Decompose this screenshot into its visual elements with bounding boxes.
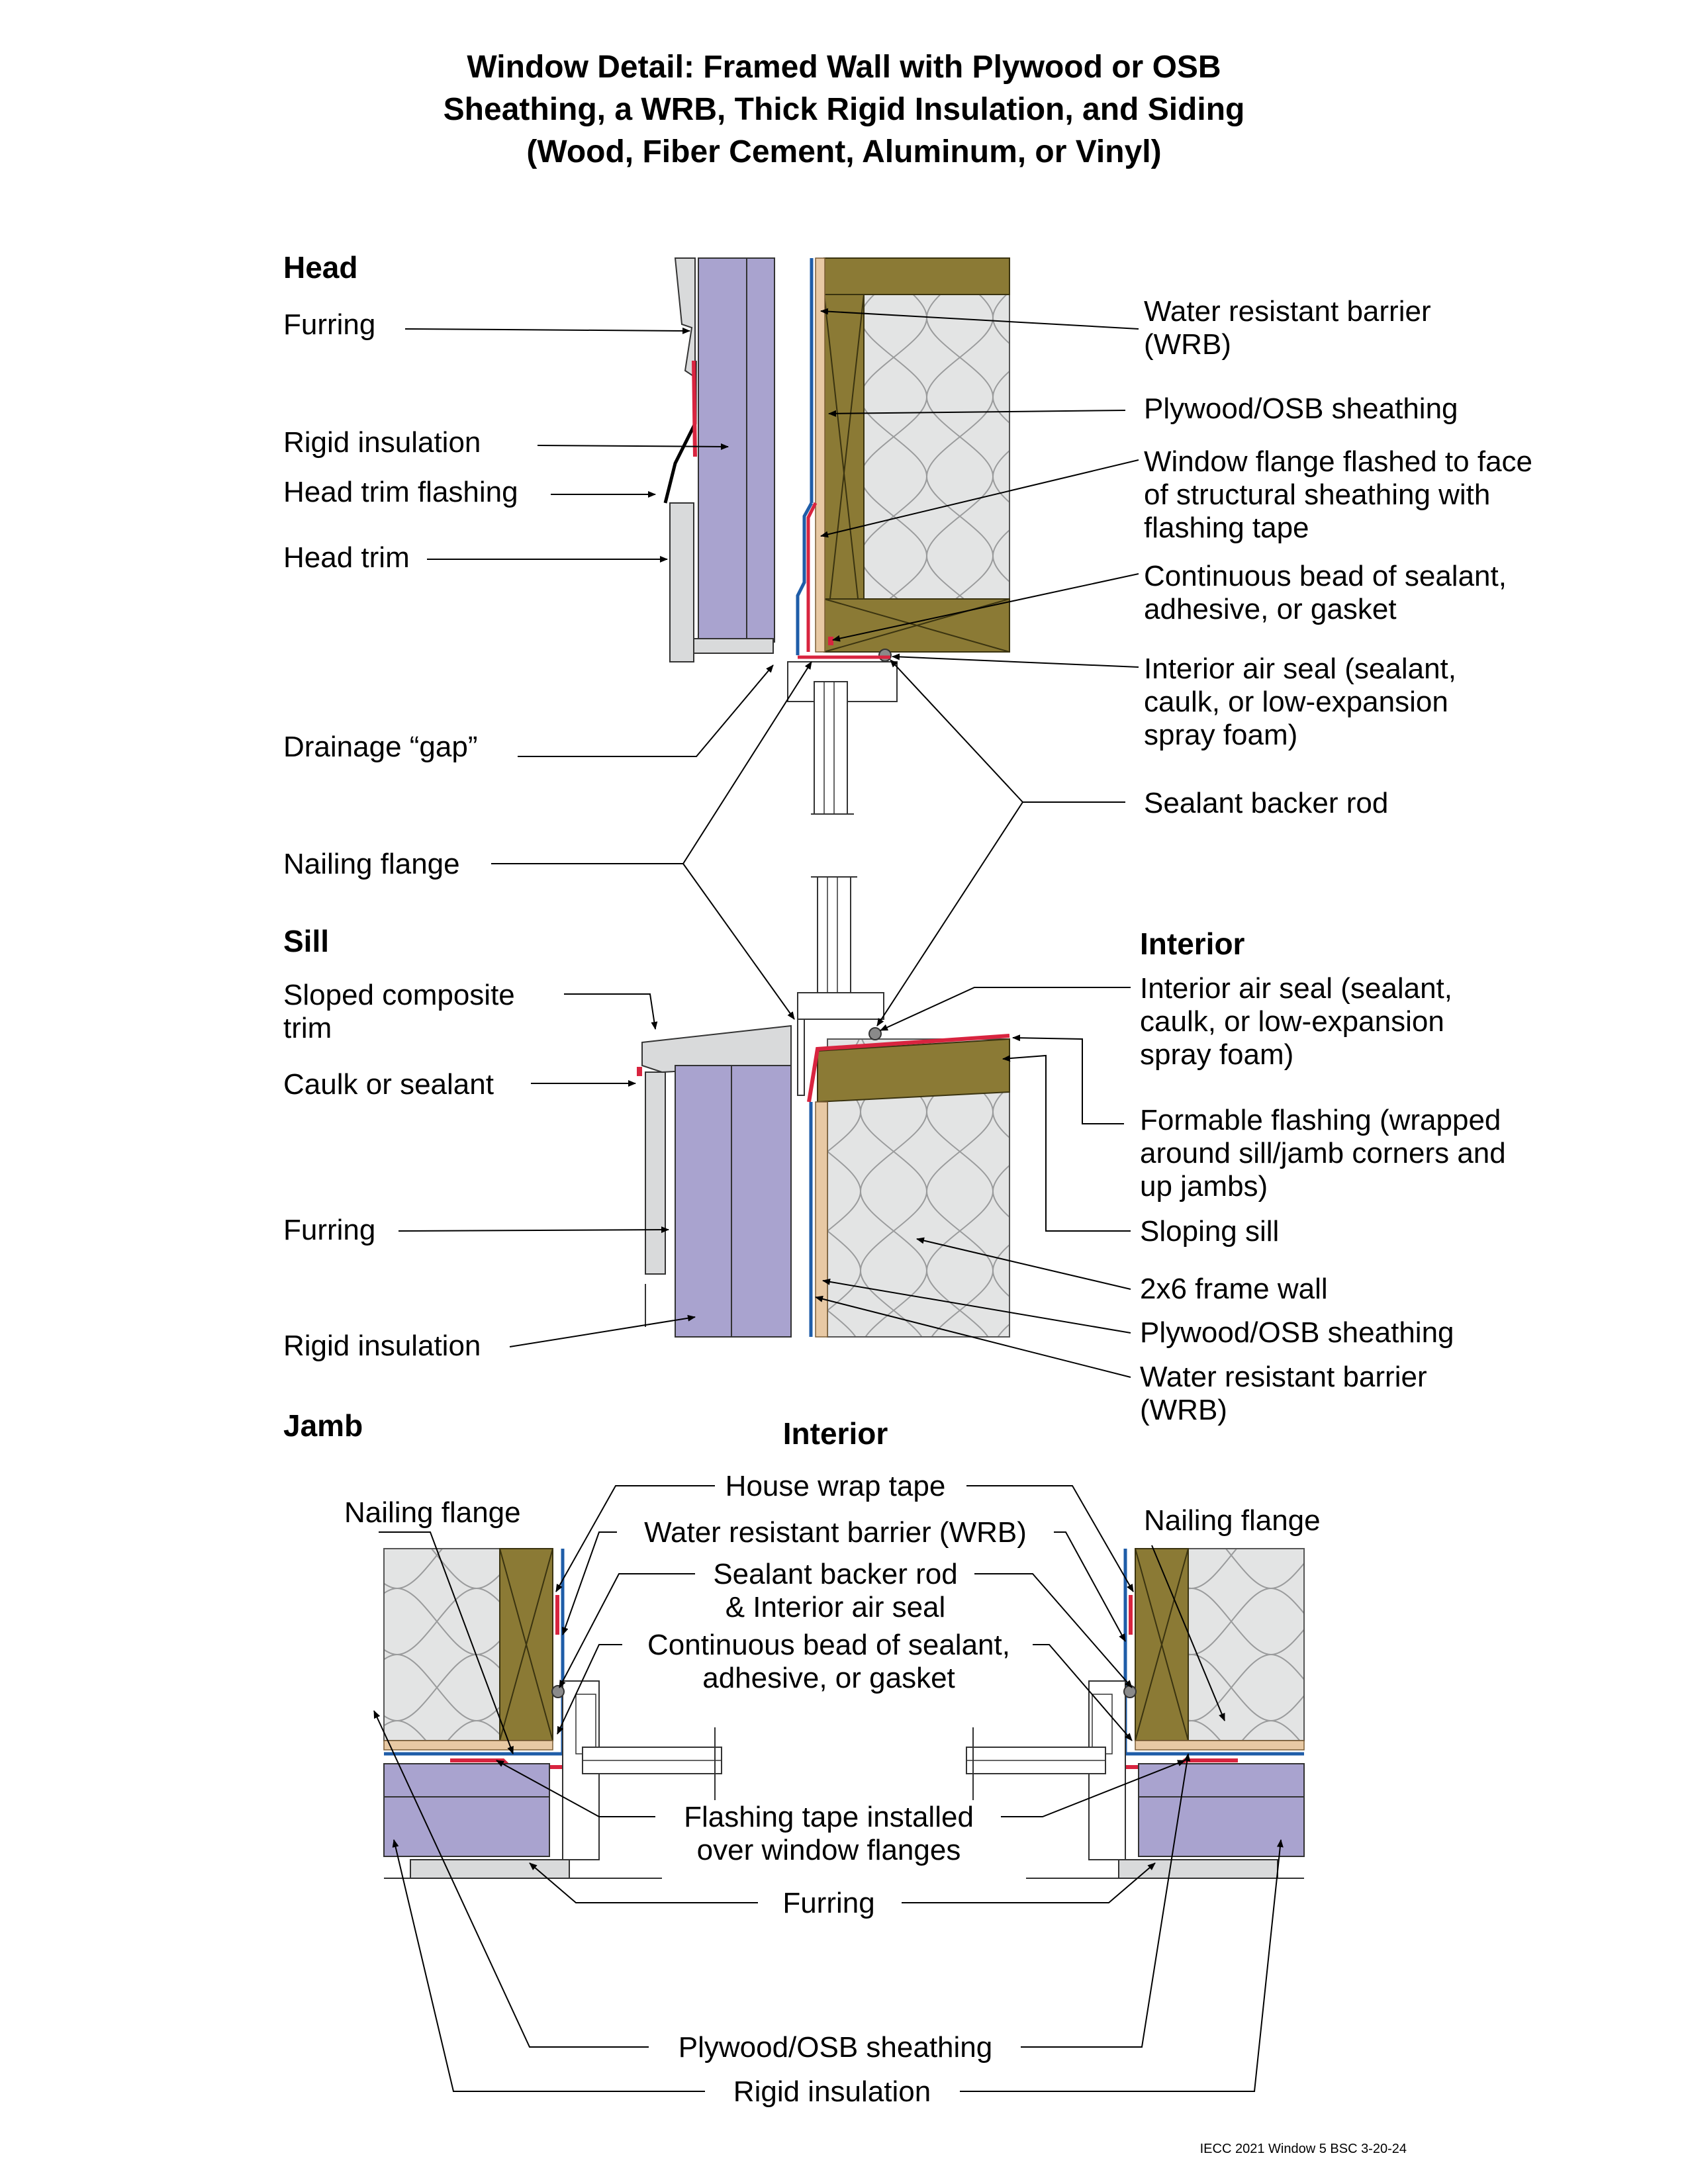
sill-backer-rod xyxy=(868,1027,882,1040)
sill-label-caulk: Caulk or sealant xyxy=(283,1068,494,1101)
head-detail xyxy=(663,257,1010,815)
title-line-2: Sheathing, a WRB, Thick Rigid Insulation… xyxy=(443,92,1245,127)
head-label-airseal-3: spray foam) xyxy=(1144,719,1297,751)
jamb-label-house-wrap-tape: House wrap tape xyxy=(726,1470,946,1502)
jamb-left-furring xyxy=(410,1859,570,1879)
jamb-label-backer-2: & Interior air seal xyxy=(726,1591,946,1623)
sill-heading: Sill xyxy=(283,924,329,958)
jamb-right-backer-rod xyxy=(1123,1685,1137,1698)
head-label-wrb-1: Water resistant barrier xyxy=(1144,295,1431,328)
head-rigid-insulation xyxy=(698,257,775,643)
sill-label-wrb-1: Water resistant barrier xyxy=(1140,1361,1427,1393)
jamb-label-wrb: Water resistant barrier (WRB) xyxy=(644,1516,1027,1549)
head-label-bead-1: Continuous bead of sealant, xyxy=(1144,560,1507,592)
leader-lines xyxy=(373,308,1284,2092)
sill-label-sheathing: Plywood/OSB sheathing xyxy=(1140,1316,1454,1349)
sill-label-sloped-2: trim xyxy=(283,1012,332,1044)
jamb-label-bead-2: adhesive, or gasket xyxy=(702,1662,955,1694)
head-label-airseal-2: caulk, or low-expansion xyxy=(1144,686,1448,718)
sill-sheathing xyxy=(815,1101,828,1338)
head-siding xyxy=(674,257,696,379)
head-lumber-top xyxy=(823,257,1010,295)
title-line-1: Window Detail: Framed Wall with Plywood … xyxy=(467,50,1221,85)
sill-label-wrb-2: (WRB) xyxy=(1140,1394,1227,1426)
sill-label-formable-3: up jambs) xyxy=(1140,1170,1268,1203)
label-sealant-backer-rod: Sealant backer rod xyxy=(1144,787,1388,819)
jamb-label-sheathing: Plywood/OSB sheathing xyxy=(679,2031,993,2064)
head-label-rigid-insulation: Rigid insulation xyxy=(283,426,481,459)
sill-detail xyxy=(637,876,1010,1338)
jamb-left-sheathing xyxy=(383,1740,553,1751)
sill-interior: Interior xyxy=(1140,927,1245,961)
sill-label-frame-wall: 2x6 frame wall xyxy=(1140,1273,1328,1305)
sill-label-airseal-2: caulk, or low-expansion xyxy=(1140,1005,1444,1038)
head-backer-rod xyxy=(878,649,892,662)
sill-label-formable-1: Formable flashing (wrapped xyxy=(1140,1104,1501,1136)
sill-label-airseal-3: spray foam) xyxy=(1140,1038,1293,1071)
sill-furring xyxy=(645,1071,666,1275)
sill-label-furring: Furring xyxy=(283,1214,375,1246)
jamb-label-flashing-2: over window flanges xyxy=(697,1834,961,1866)
sill-sloping-sill xyxy=(817,1038,1010,1103)
sill-label-sloping-sill: Sloping sill xyxy=(1140,1215,1279,1248)
jamb-heading: Jamb xyxy=(283,1408,363,1443)
head-sheathing xyxy=(815,257,825,653)
sill-label-sloped-1: Sloped composite xyxy=(283,979,515,1011)
sill-rigid-insulation xyxy=(675,1065,792,1338)
jamb-label-flashing-1: Flashing tape installed xyxy=(684,1801,974,1833)
jamb-label-nailing-flange-left: Nailing flange xyxy=(344,1496,521,1529)
head-label-airseal-1: Interior air seal (sealant, xyxy=(1144,653,1456,685)
jamb-right-batt xyxy=(1188,1548,1305,1741)
jamb-right-furring xyxy=(1118,1859,1278,1879)
jamb-label-nailing-flange-right: Nailing flange xyxy=(1144,1504,1321,1537)
jamb-label-furring: Furring xyxy=(782,1887,874,1919)
diagram-title: Window Detail: Framed Wall with Plywood … xyxy=(0,46,1688,173)
sill-window-frame xyxy=(797,992,884,1020)
jamb-left-batt xyxy=(383,1548,500,1741)
jamb-right-rigid-insulation xyxy=(1138,1763,1305,1857)
head-label-flange-1: Window flange flashed to face xyxy=(1144,445,1532,478)
sill-formable-flashing xyxy=(807,1034,1010,1103)
head-label-head-trim: Head trim xyxy=(283,541,410,574)
title-line-3: (Wood, Fiber Cement, Aluminum, or Vinyl) xyxy=(526,134,1162,169)
jamb-left-backer-rod xyxy=(551,1685,565,1698)
footer-note: IECC 2021 Window 5 BSC 3-20-24 xyxy=(1200,2142,1407,2156)
jamb-interior: Interior xyxy=(783,1416,888,1451)
head-label-head-trim-flashing: Head trim flashing xyxy=(283,476,518,508)
sill-label-airseal-1: Interior air seal (sealant, xyxy=(1140,972,1452,1005)
head-label-flange-3: flashing tape xyxy=(1144,512,1309,544)
sill-label-formable-2: around sill/jamb corners and xyxy=(1140,1137,1506,1169)
head-label-flange-2: of structural sheathing with xyxy=(1144,478,1490,511)
head-label-bead-2: adhesive, or gasket xyxy=(1144,593,1397,625)
label-nailing-flange: Nailing flange xyxy=(283,848,460,880)
jamb-left-rigid-insulation xyxy=(383,1763,550,1857)
jamb-label-backer-1: Sealant backer rod xyxy=(713,1558,957,1590)
jamb-label-bead-1: Continuous bead of sealant, xyxy=(647,1629,1010,1661)
head-heading: Head xyxy=(283,250,357,285)
head-label-wrb-2: (WRB) xyxy=(1144,328,1231,361)
jamb-label-rigid-insulation: Rigid insulation xyxy=(733,2075,931,2108)
head-label-drainage-gap: Drainage “gap” xyxy=(283,731,478,763)
head-trim xyxy=(669,502,694,662)
sill-label-rigid-insulation: Rigid insulation xyxy=(283,1330,481,1362)
jamb-right-sheathing xyxy=(1135,1740,1305,1751)
head-label-sheathing: Plywood/OSB sheathing xyxy=(1144,392,1458,425)
head-label-furring: Furring xyxy=(283,308,375,341)
